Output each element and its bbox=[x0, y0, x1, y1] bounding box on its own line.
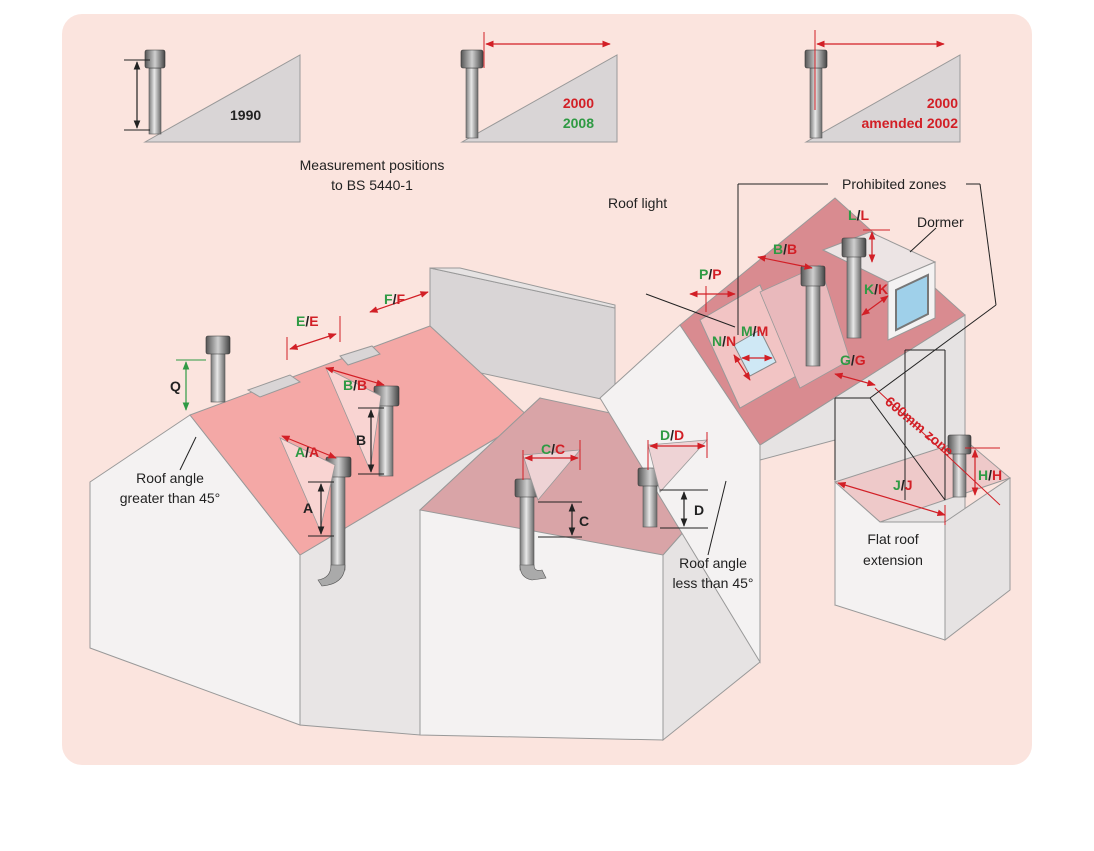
label-b-pair-right: B/B bbox=[773, 241, 797, 257]
year-2008: 2008 bbox=[563, 115, 594, 131]
caption-roof-steep-line2: greater than 45° bbox=[120, 490, 221, 506]
caption-roof-steep-line1: Roof angle bbox=[136, 470, 204, 486]
caption-roof-light: Roof light bbox=[608, 195, 667, 211]
label-d-pair: D/D bbox=[660, 427, 684, 443]
label-b-pair-left: B/B bbox=[343, 377, 367, 393]
year-amended-2002: amended 2002 bbox=[862, 115, 959, 131]
label-c: C bbox=[579, 513, 589, 529]
caption-roof-shallow-line1: Roof angle bbox=[679, 555, 747, 571]
label-d: D bbox=[694, 502, 704, 518]
year-1990: 1990 bbox=[230, 107, 261, 123]
label-l-pair: L/L bbox=[848, 207, 869, 223]
example-2000-amended-2002: 2000 amended 2002 bbox=[804, 30, 961, 143]
label-g-pair: G/G bbox=[840, 352, 866, 368]
label-e-pair: E/E bbox=[296, 313, 319, 329]
label-h-pair: H/H bbox=[978, 467, 1002, 483]
label-k-pair: K/K bbox=[864, 281, 888, 297]
label-c-pair: C/C bbox=[541, 441, 565, 457]
caption-flat-roof-line1: Flat roof bbox=[867, 531, 918, 547]
flue-pipe-roof-light bbox=[800, 265, 826, 367]
caption-flat-roof-line2: extension bbox=[863, 552, 923, 568]
label-m-pair: M/M bbox=[741, 323, 768, 339]
flue-pipe-h bbox=[947, 434, 972, 498]
year-2000: 2000 bbox=[563, 95, 594, 111]
label-n-pair: N/N bbox=[712, 333, 736, 349]
flue-pipe-dormer bbox=[841, 237, 867, 339]
caption-prohibited-zones: Prohibited zones bbox=[842, 176, 946, 192]
measurement-caption-line1: Measurement positions bbox=[300, 157, 445, 173]
year-2000-b: 2000 bbox=[927, 95, 958, 111]
example-2000-2008: 2000 2008 bbox=[460, 32, 618, 143]
caption-roof-shallow-line2: less than 45° bbox=[672, 575, 753, 591]
measurement-caption-line2: to BS 5440-1 bbox=[331, 177, 413, 193]
label-j-pair: J/J bbox=[893, 477, 912, 493]
label-a: A bbox=[303, 500, 313, 516]
label-b: B bbox=[356, 432, 366, 448]
label-f-pair: F/F bbox=[384, 291, 405, 307]
caption-dormer: Dormer bbox=[917, 214, 964, 230]
label-a-pair: A/A bbox=[295, 444, 319, 460]
flue-pipe-q bbox=[205, 335, 231, 403]
example-1990: 1990 bbox=[124, 49, 301, 143]
label-p-pair: P/P bbox=[699, 266, 722, 282]
label-q: Q bbox=[170, 378, 181, 394]
